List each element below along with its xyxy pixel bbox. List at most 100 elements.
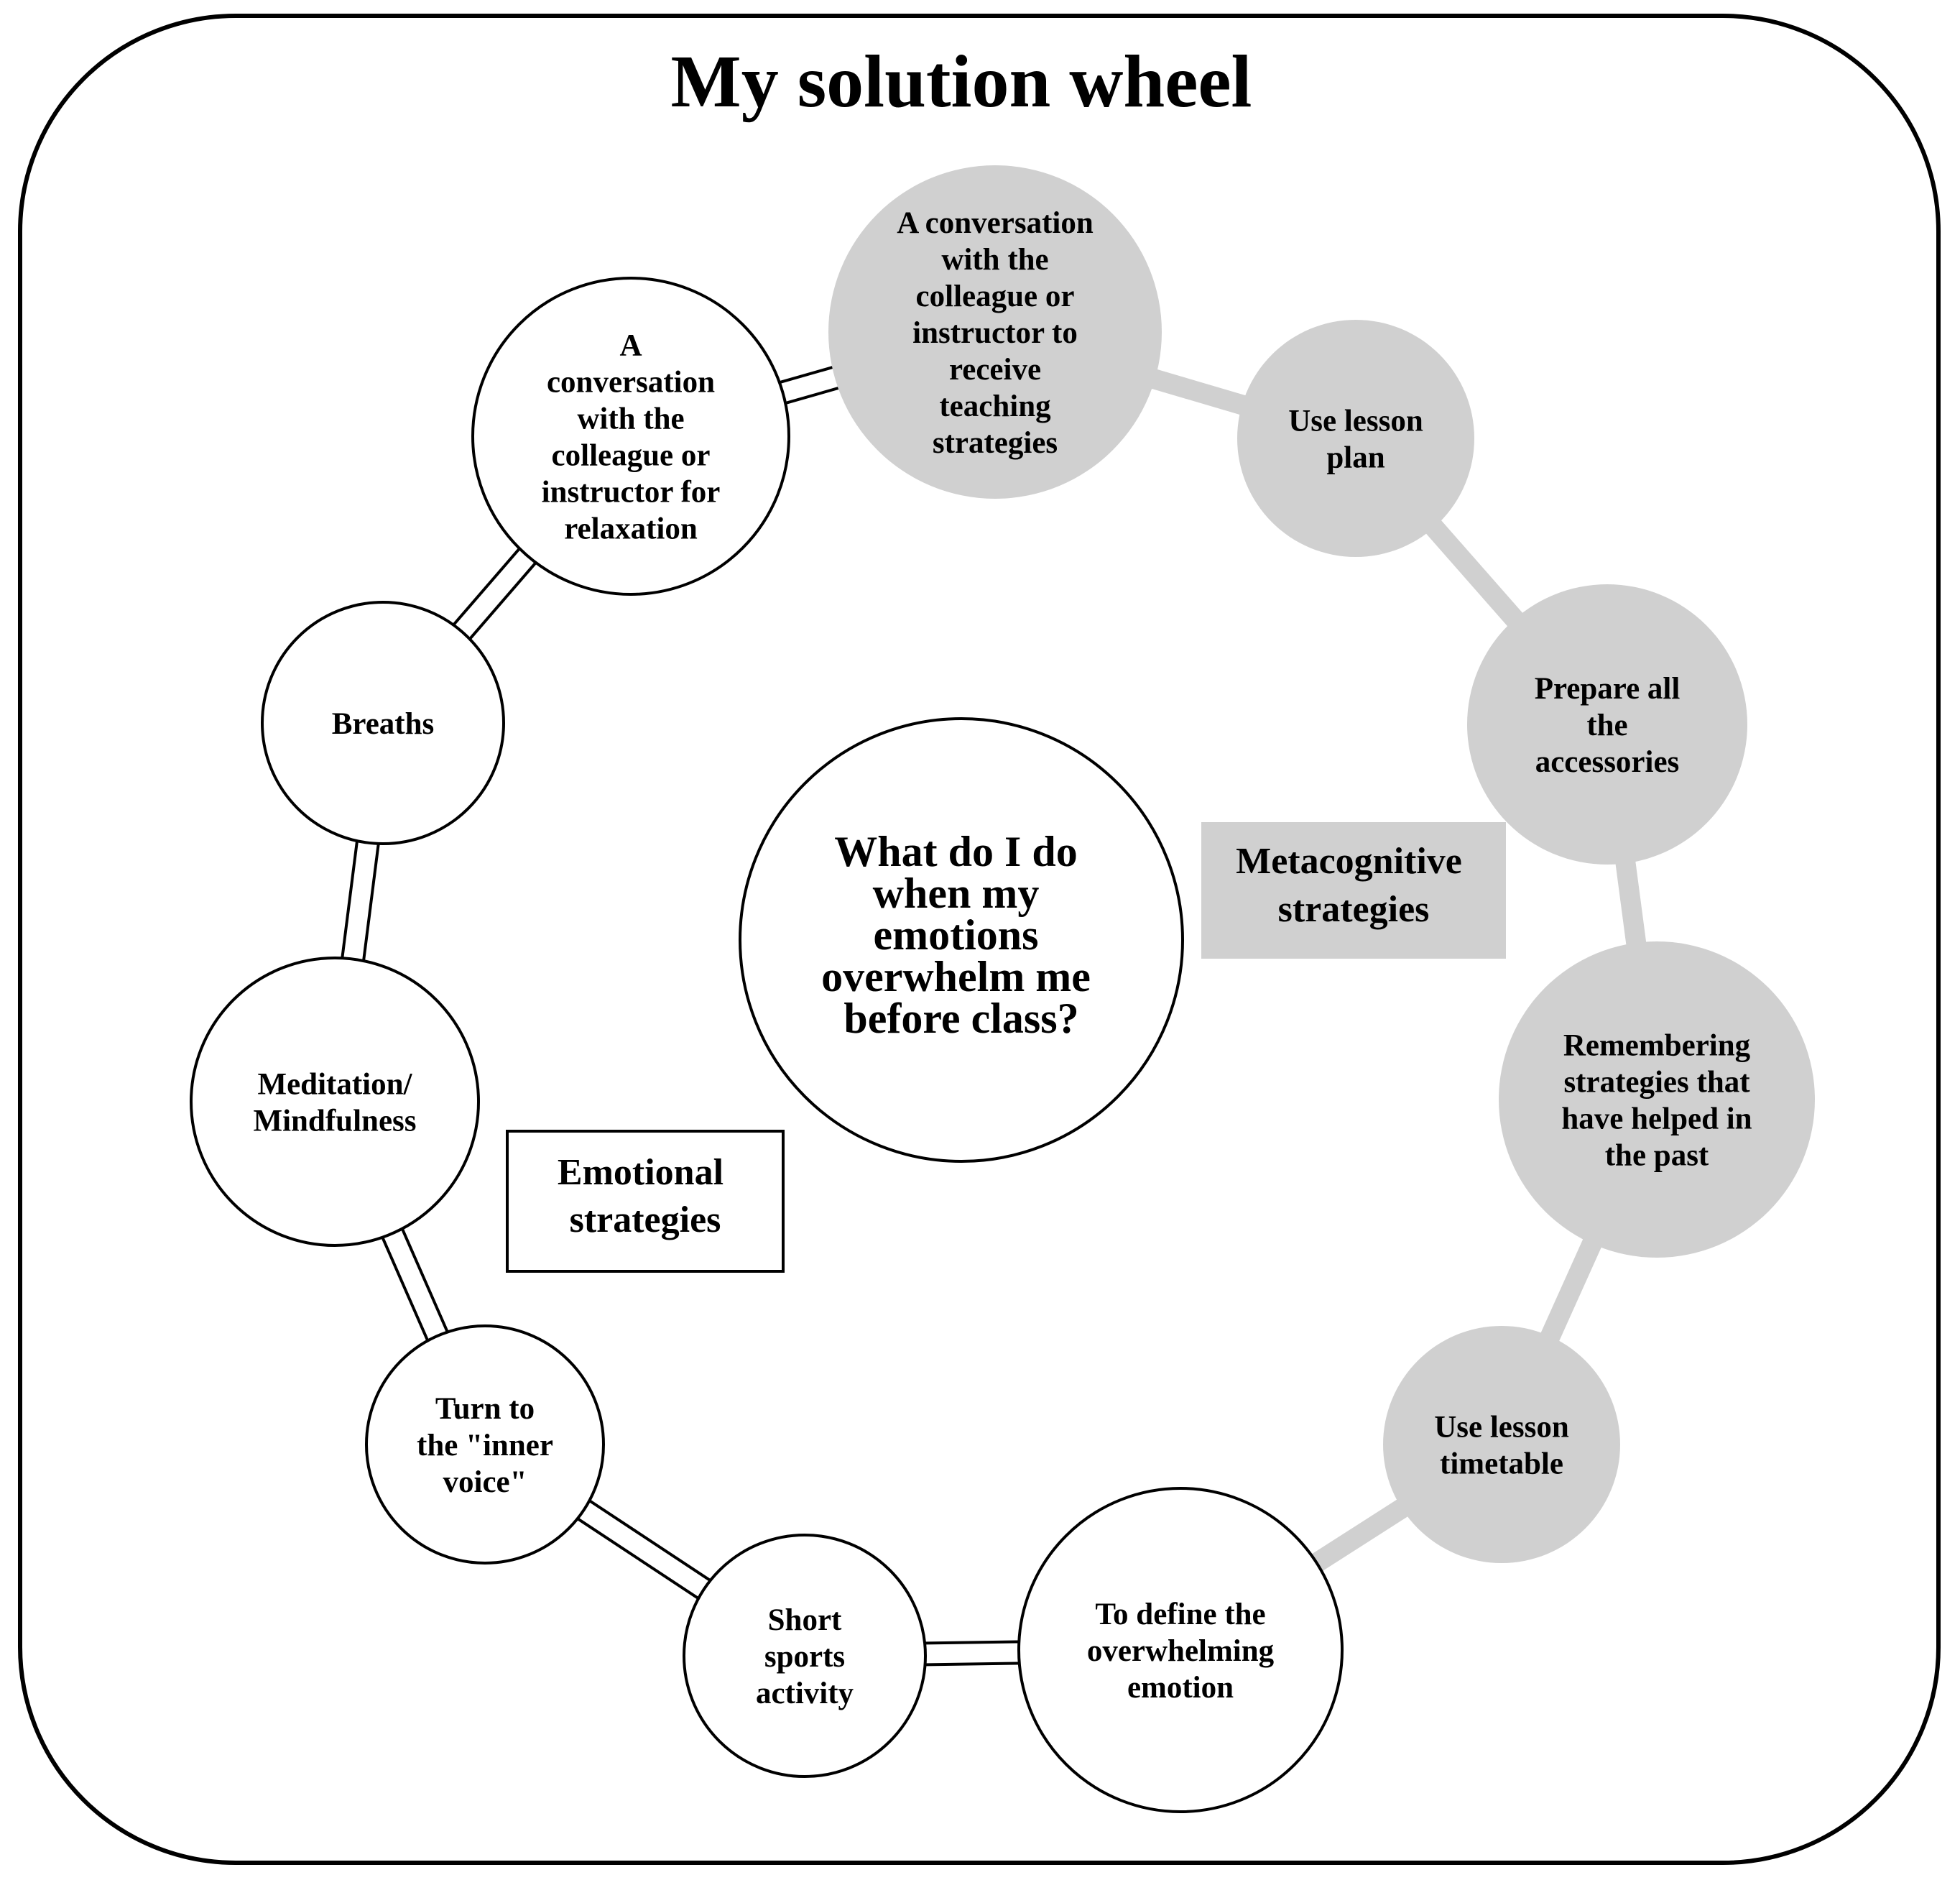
node-label-line: with the	[577, 402, 684, 436]
center-line-2: when my	[873, 870, 1040, 917]
center-question: What do I do when my emotions overwhelm …	[739, 717, 1184, 1163]
emotional-label-text: Emotional strategies	[558, 1152, 733, 1240]
connector-breaths-to-conversation-relaxation-fill	[452, 546, 537, 641]
emotional-label-line-2: strategies	[570, 1199, 721, 1240]
connector-short-sports-to-inner-voice	[573, 1497, 715, 1602]
node-label-line: Breaths	[332, 707, 435, 741]
node-label-line: teaching	[939, 390, 1051, 423]
center-line-3: emotions	[874, 911, 1039, 959]
node-label-breaths: Breaths	[332, 707, 435, 741]
center-line-1: What do I do	[834, 828, 1077, 875]
metacognitive-label-text: Metacognitive strategies	[1236, 841, 1471, 930]
center-line-4: overwhelm me	[821, 953, 1091, 1000]
diagram-title: My solution wheel	[671, 40, 1252, 123]
metacognitive-label-box	[1201, 822, 1506, 959]
node-label-line: activity	[756, 1677, 854, 1710]
connector-define-emotion-to-short-sports-fill	[920, 1643, 1024, 1664]
connector-use-lesson-timetable-to-define-emotion	[1307, 1497, 1411, 1574]
node-label-line: emotion	[1127, 1671, 1234, 1705]
node-label-line: instructor for	[542, 476, 721, 510]
connector-inner-voice-to-meditation-fill	[382, 1225, 448, 1344]
node-circle-inner-voice	[365, 1324, 605, 1565]
emotional-strategies-label: Emotional strategies	[506, 1130, 785, 1273]
metacognitive-label-line-2: strategies	[1278, 889, 1430, 930]
connector-use-lesson-plan-to-prepare-accessories	[1423, 517, 1525, 630]
connector-inner-voice-to-meditation	[379, 1224, 450, 1345]
node-label-line: Mindfulness	[253, 1105, 416, 1138]
node-label-line: timetable	[1440, 1447, 1563, 1481]
center-line-5: before class?	[843, 995, 1078, 1042]
node-label-line: sports	[764, 1640, 845, 1674]
node-circle-conversation-relaxation	[471, 277, 790, 596]
node-label-meditation: Meditation/Mindfulness	[253, 1068, 416, 1138]
node-label-line: conversation	[547, 366, 715, 400]
connector-conversation-teaching-to-use-lesson-plan	[1147, 368, 1249, 416]
node-label-line: Use lesson	[1434, 1411, 1569, 1444]
node-label-line: relaxation	[564, 512, 698, 546]
node-circle-meditation	[190, 957, 480, 1247]
connectors	[340, 364, 1647, 1667]
node-label-line: accessories	[1535, 745, 1680, 779]
connector-meditation-to-breaths	[340, 837, 381, 965]
metacognitive-strategies-label: Metacognitive strategies	[1201, 822, 1506, 959]
node-label-line: have helped in	[1561, 1102, 1752, 1136]
connector-conversation-relaxation-to-conversation-teaching-fill	[776, 367, 842, 403]
node-label-line: A	[619, 329, 642, 363]
connector-conversation-relaxation-to-conversation-teaching	[775, 364, 843, 406]
node-circle-use-lesson-timetable	[1383, 1326, 1620, 1563]
connector-remembering-strategies-to-use-lesson-timetable	[1539, 1235, 1603, 1345]
node-label-line: Prepare all	[1535, 672, 1681, 706]
node-meditation: Meditation/Mindfulness	[190, 957, 480, 1247]
emotional-label-box	[506, 1130, 785, 1273]
node-circle-breaths	[261, 601, 505, 845]
connector-short-sports-to-inner-voice-fill	[575, 1499, 713, 1600]
connector-define-emotion-to-short-sports	[920, 1640, 1024, 1667]
node-label-line: Turn to	[435, 1392, 535, 1426]
node-circle-define-emotion	[1017, 1487, 1344, 1813]
node-circle-use-lesson-plan	[1237, 320, 1474, 557]
center-question-text: What do I do when my emotions overwhelm …	[821, 828, 1101, 1042]
node-circle-remembering-strategies	[1499, 941, 1815, 1258]
node-label-line: colleague or	[552, 439, 711, 473]
node-circle-short-sports	[683, 1534, 927, 1778]
node-breaths: Breaths	[261, 601, 505, 845]
node-label-line: strategies that	[1563, 1066, 1750, 1100]
node-label-line: Short	[768, 1603, 842, 1637]
node-circle-conversation-teaching	[828, 165, 1162, 499]
node-circle-prepare-accessories	[1467, 584, 1747, 865]
node-label-line: To define the	[1095, 1598, 1265, 1631]
connector-breaths-to-conversation-relaxation	[450, 544, 540, 643]
node-label-line: Remembering	[1563, 1029, 1751, 1063]
node-label-line: instructor to	[912, 316, 1078, 350]
emotional-label-line-1: Emotional	[558, 1152, 724, 1193]
metacognitive-label-line-1: Metacognitive	[1236, 841, 1462, 882]
node-label-line: colleague or	[916, 280, 1075, 313]
node-label-line: receive	[949, 353, 1041, 387]
node-label-line: the	[1586, 709, 1627, 742]
node-label-line: strategies	[933, 426, 1058, 460]
node-label-line: plan	[1326, 441, 1385, 475]
node-label-line: A conversation	[897, 206, 1094, 240]
connector-prepare-accessories-to-remembering-strategies	[1614, 857, 1647, 949]
node-label-line: Use lesson	[1288, 405, 1423, 438]
node-label-line: overwhelming	[1087, 1634, 1275, 1668]
node-label-line: the past	[1605, 1139, 1709, 1173]
connector-meditation-to-breaths-fill	[343, 837, 378, 965]
